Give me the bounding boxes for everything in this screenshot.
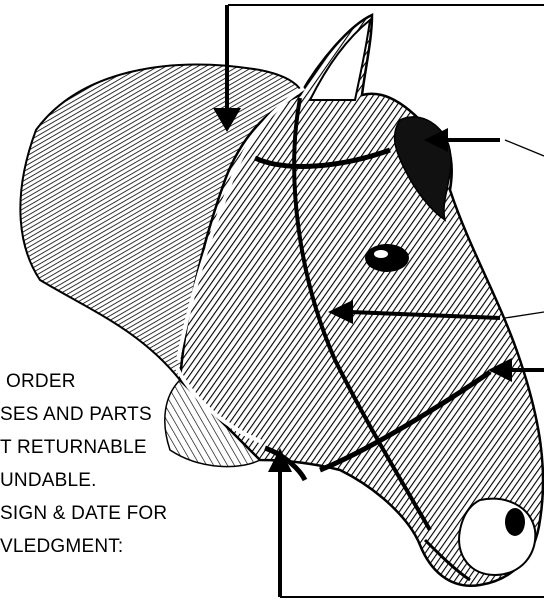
notice-line-6: VLEDGMENT: (0, 537, 300, 556)
horse-muzzle (459, 499, 535, 575)
notice-line-3: T RETURNABLE (0, 438, 300, 457)
horse-nostril (505, 508, 525, 536)
notice-line-5: SIGN & DATE FOR (0, 504, 300, 523)
leader-forelock (505, 140, 544, 156)
notice-line-4: UNDABLE. (0, 471, 300, 490)
horse-eye (365, 244, 409, 272)
notice-line-2: SES AND PARTS (0, 405, 300, 424)
leader-cheek (505, 312, 544, 318)
notice-line-1: ORDER (6, 372, 306, 391)
